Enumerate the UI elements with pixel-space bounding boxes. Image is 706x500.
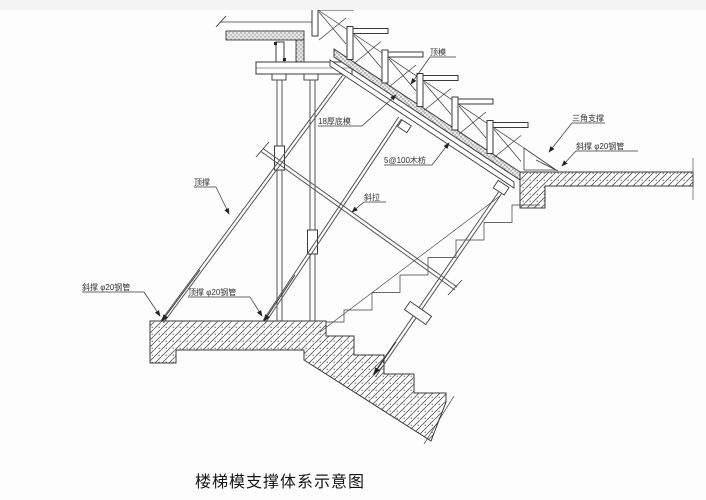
svg-text:5@100木枋: 5@100木枋 bbox=[384, 155, 426, 165]
svg-text:顶撑 φ20钢管: 顶撑 φ20钢管 bbox=[188, 287, 236, 297]
label-prop-mid: 顶撑 φ20钢管 bbox=[188, 287, 263, 317]
svg-text:斜撑 φ20钢管: 斜撑 φ20钢管 bbox=[576, 141, 624, 151]
thin-tie-line bbox=[319, 195, 501, 333]
label-diagonal-tie: 斜拉 bbox=[351, 192, 386, 213]
label-bottom-form: 18厚底模 bbox=[318, 94, 397, 127]
diagonal-brace-left-pipe bbox=[160, 74, 346, 324]
diagonal-prop-mid-pipe bbox=[262, 116, 402, 324]
svg-text:斜撑 φ20钢管: 斜撑 φ20钢管 bbox=[82, 282, 130, 292]
step-formwork-row bbox=[311, 2, 529, 162]
svg-text:18厚底模: 18厚底模 bbox=[318, 116, 351, 126]
svg-text:三角支撑: 三角支撑 bbox=[572, 113, 604, 123]
label-top-form: 顶模 bbox=[410, 47, 456, 85]
annotations: 顶模 18厚底模 5@100木枋 三角支撑 斜撑 φ20钢管 bbox=[82, 47, 638, 317]
diagonal-members bbox=[160, 74, 502, 378]
steep-brace-pipe bbox=[372, 191, 502, 378]
label-brace-left: 斜撑 φ20钢管 bbox=[82, 282, 161, 317]
label-battens: 5@100木枋 bbox=[384, 142, 450, 166]
label-top-prop: 顶撑 bbox=[194, 177, 230, 215]
diagonal-tie-pipe bbox=[255, 141, 463, 296]
inclined-soffit-formwork bbox=[329, 48, 521, 196]
edge-beam-assembly bbox=[215, 15, 353, 81]
lower-slab-and-stair bbox=[149, 320, 455, 445]
svg-text:顶模: 顶模 bbox=[430, 47, 446, 57]
stair-formwork-diagram: 顶模 18厚底模 5@100木枋 三角支撑 斜撑 φ20钢管 bbox=[82, 2, 694, 445]
triangle-support-shape bbox=[523, 147, 559, 172]
page-top-margin bbox=[0, 0, 706, 10]
stair-step-profile bbox=[318, 204, 540, 323]
upper-landing-slab bbox=[519, 147, 694, 209]
label-brace-right: 斜撑 φ20钢管 bbox=[561, 141, 638, 167]
label-triangle-support: 三角支撑 bbox=[548, 113, 605, 153]
svg-text:斜拉: 斜拉 bbox=[364, 192, 380, 202]
svg-text:顶撑: 顶撑 bbox=[194, 177, 210, 187]
vertical-props bbox=[274, 80, 318, 321]
drawing-title: 楼梯模支撑体系示意图 bbox=[194, 474, 365, 491]
